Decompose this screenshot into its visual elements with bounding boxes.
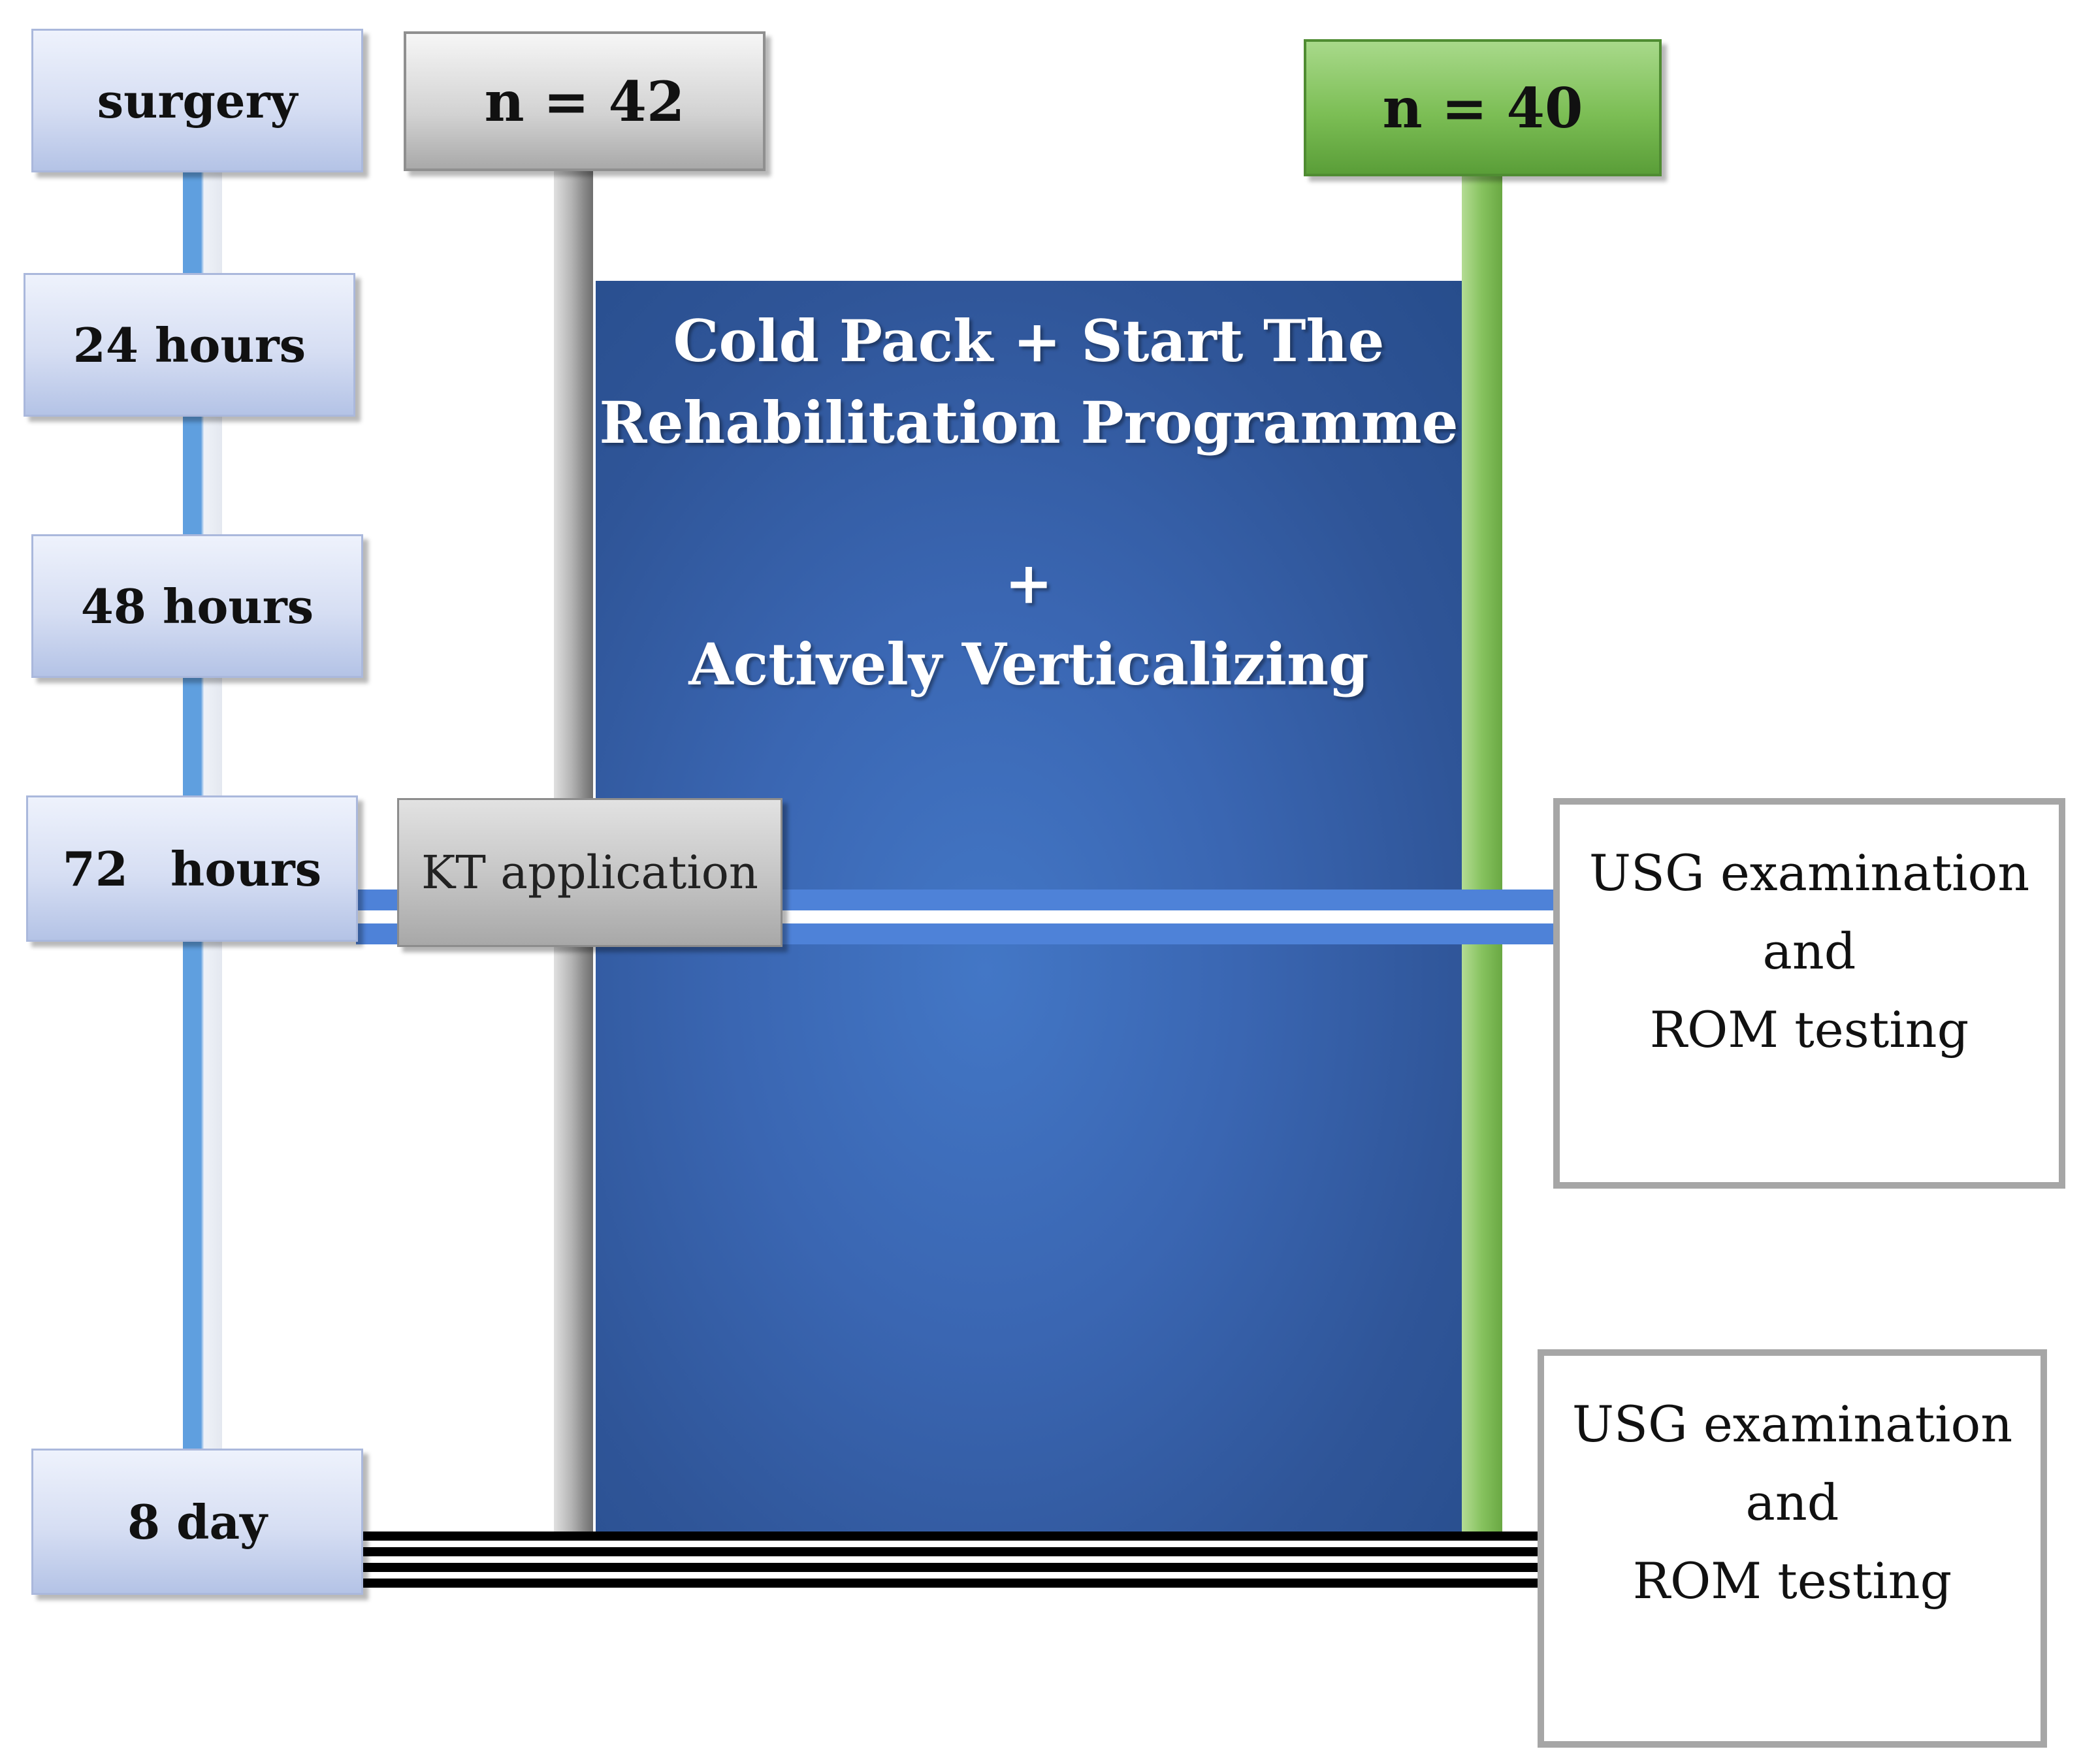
timeline-box-72-hours: 72 hours xyxy=(26,795,358,942)
exam-line-3: ROM testing xyxy=(1632,1552,1952,1610)
connector-8-day xyxy=(363,1531,1545,1588)
exam-line-3: ROM testing xyxy=(1649,1001,1969,1059)
study-group-bar xyxy=(1462,170,1502,1535)
timeline-label: 24 hours xyxy=(73,317,306,373)
timeline-box-8-day: 8 day xyxy=(31,1449,363,1595)
treatment-line-3: Actively Verticalizing xyxy=(688,630,1369,698)
kt-application-box: KT application xyxy=(397,798,782,947)
timeline-label: 8 day xyxy=(127,1494,267,1550)
timeline-box-surgery: surgery xyxy=(31,29,363,172)
treatment-line-1: Cold Pack + Start The xyxy=(673,307,1385,375)
control-group-header: n = 42 xyxy=(404,31,766,171)
exam-line-2: and xyxy=(1745,1473,1839,1531)
study-group-label: n = 40 xyxy=(1382,75,1583,140)
treatment-line-2: Rehabilitation Programme xyxy=(599,389,1459,457)
timeline-label: 72 hours xyxy=(62,841,322,897)
exam-box-72-hours: USG examination and ROM testing xyxy=(1553,798,2065,1189)
kt-application-label: KT application xyxy=(421,846,759,899)
control-group-label: n = 42 xyxy=(484,69,685,134)
exam-line-1: USG examination xyxy=(1572,1395,2013,1453)
exam-line-1: USG examination xyxy=(1589,844,2030,902)
exam-box-8-day: USG examination and ROM testing xyxy=(1538,1349,2047,1748)
timeline-label: 48 hours xyxy=(80,578,314,634)
treatment-plus: + xyxy=(1005,549,1053,617)
timeline-box-24-hours: 24 hours xyxy=(24,273,355,417)
exam-line-2: and xyxy=(1762,922,1856,980)
timeline-label: surgery xyxy=(97,72,298,129)
study-group-header: n = 40 xyxy=(1304,39,1662,176)
timeline-box-48-hours: 48 hours xyxy=(31,534,363,678)
